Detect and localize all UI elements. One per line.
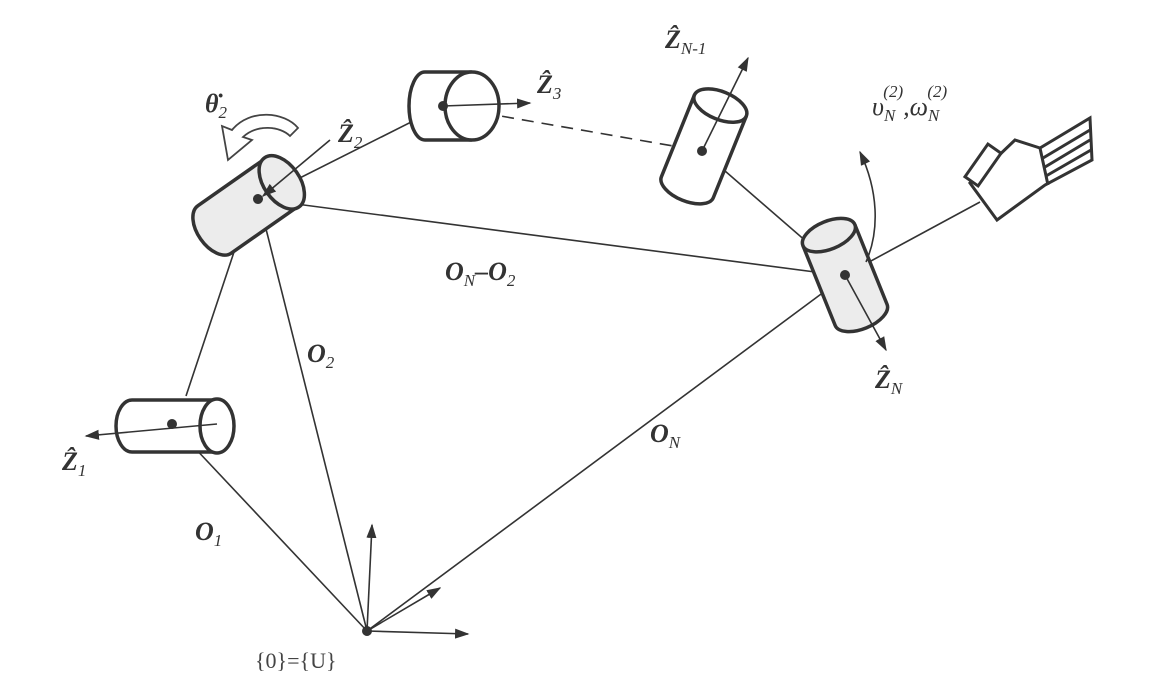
link-1-2 (185, 245, 237, 397)
z3-label: Ẑ3 (536, 70, 561, 103)
zn-1-label: ẐN-1 (664, 25, 706, 58)
z2-label: Ẑ2 (337, 119, 363, 152)
zn-label: ẐN (874, 365, 904, 398)
velocity-label: υN(2),ωN(2) (872, 82, 947, 125)
on-label: ON (650, 419, 682, 452)
origin-frame-label: {0}={U} (255, 648, 337, 673)
joint-n-center (840, 270, 850, 280)
velocity-arrow (859, 150, 876, 263)
joint-1-cylinder (84, 397, 236, 455)
rotation-arrow-icon (220, 113, 300, 162)
joint-n-1-center (697, 146, 707, 156)
o1-label: O1 (195, 517, 222, 550)
zn-1-axis-arrow (701, 56, 749, 152)
z1-label: Ẑ1 (61, 447, 86, 480)
o2-label: O2 (307, 339, 335, 372)
vector-o2 (258, 203, 368, 632)
vector-o1 (175, 426, 368, 632)
theta-dot-2-label: θ̇2 (205, 89, 228, 122)
on-minus-o2-label: ON–O2 (445, 257, 516, 290)
vector-on (366, 279, 842, 632)
origin-frame-axes (362, 523, 470, 639)
joint-3-cylinder (407, 70, 532, 142)
end-effector-hand-icon (962, 115, 1094, 223)
z2-axis-arrow (261, 139, 331, 197)
joint-2-cylinder (191, 153, 307, 257)
vector-on-minus-o2 (257, 198, 840, 279)
zn-axis-arrow (844, 274, 887, 352)
